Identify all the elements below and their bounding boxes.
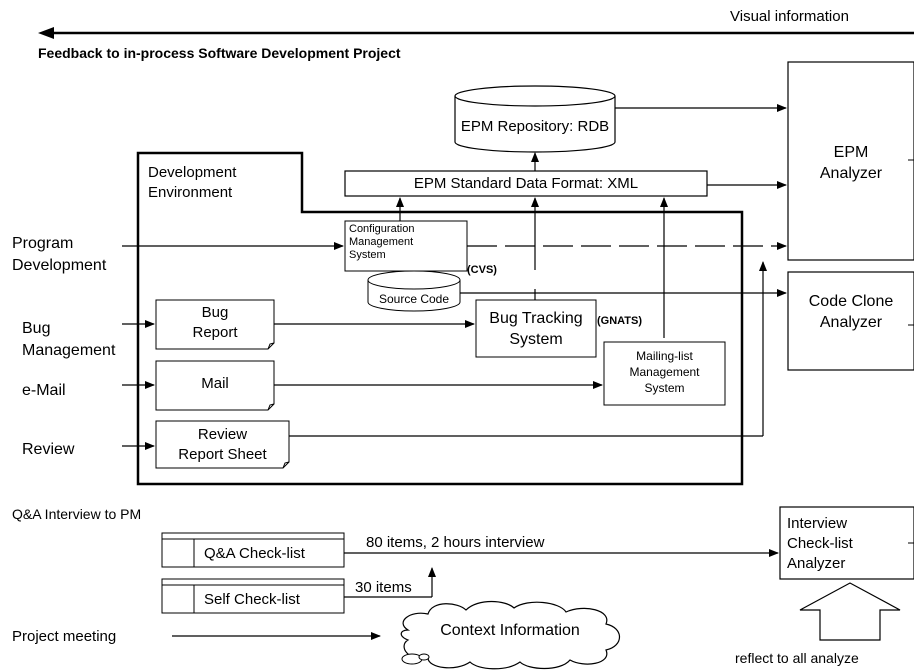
- config-mgmt-box: [344, 220, 468, 272]
- interview-analyzer-label: Interview Check-list Analyzer: [787, 515, 853, 572]
- config-mgmt-label: Configuration Management System: [349, 223, 415, 261]
- interview-analyzer-box: [779, 506, 914, 580]
- context-info-label: Context Information: [440, 622, 580, 639]
- mailing-list-box: [603, 341, 726, 406]
- self-checklist-label: Self Check-list: [204, 591, 300, 608]
- items-30-label: 30 items: [355, 579, 412, 596]
- qa-interview-title: Q&A Interview to PM: [12, 506, 142, 522]
- code-clone-label: Code Clone Analyzer: [808, 293, 894, 331]
- bug-management-label: Bug Management: [22, 320, 116, 359]
- epm-analyzer-box: [787, 61, 914, 261]
- visual-info-arrowhead: [38, 27, 54, 39]
- gnats-label: (GNATS): [597, 315, 643, 327]
- bug-tracking-box: [475, 299, 597, 358]
- qa-checklist-label: Q&A Check-list: [204, 545, 305, 562]
- repository-label: EPM Repository: RDB: [460, 118, 610, 135]
- epm-repository-cylinder: [454, 85, 616, 153]
- project-meeting-label: Project meeting: [12, 628, 117, 645]
- feedback-title: Feedback to in-process Software Developm…: [38, 45, 401, 61]
- standard-format-label: EPM Standard Data Format: XML: [413, 175, 639, 192]
- standard-format-box: [344, 170, 708, 197]
- visual-information-label: Visual information: [730, 8, 849, 25]
- dev-environment-frame: [136, 151, 744, 486]
- reflect-label: reflect to all analyze: [735, 650, 859, 666]
- review-report-doc: [155, 420, 290, 469]
- review-sheet-label: Review Report Sheet: [178, 426, 267, 463]
- mail-label: Mail: [201, 375, 229, 392]
- email-label: e-Mail: [22, 382, 66, 399]
- source-code-label: Source Code: [378, 292, 450, 306]
- items-80-label: 80 items, 2 hours interview: [366, 534, 545, 551]
- program-development-label: Program Development: [12, 235, 107, 274]
- source-code-cylinder: [367, 270, 461, 312]
- epm-analyzer-label: EPM Analyzer: [819, 144, 883, 182]
- dev-environment-label: Development Environment: [148, 164, 237, 201]
- reflect-up-arrow: [799, 582, 901, 641]
- mail-doc: [155, 360, 275, 411]
- review-label: Review: [22, 441, 75, 458]
- code-clone-analyzer-box: [787, 271, 914, 371]
- bug-report-doc: [155, 299, 275, 350]
- cvs-label: (CVS): [467, 264, 497, 276]
- bug-tracking-label: Bug Tracking System: [489, 310, 583, 348]
- mailing-list-label: Mailing-list Management System: [629, 349, 700, 395]
- bug-report-label: Bug Report: [192, 304, 238, 341]
